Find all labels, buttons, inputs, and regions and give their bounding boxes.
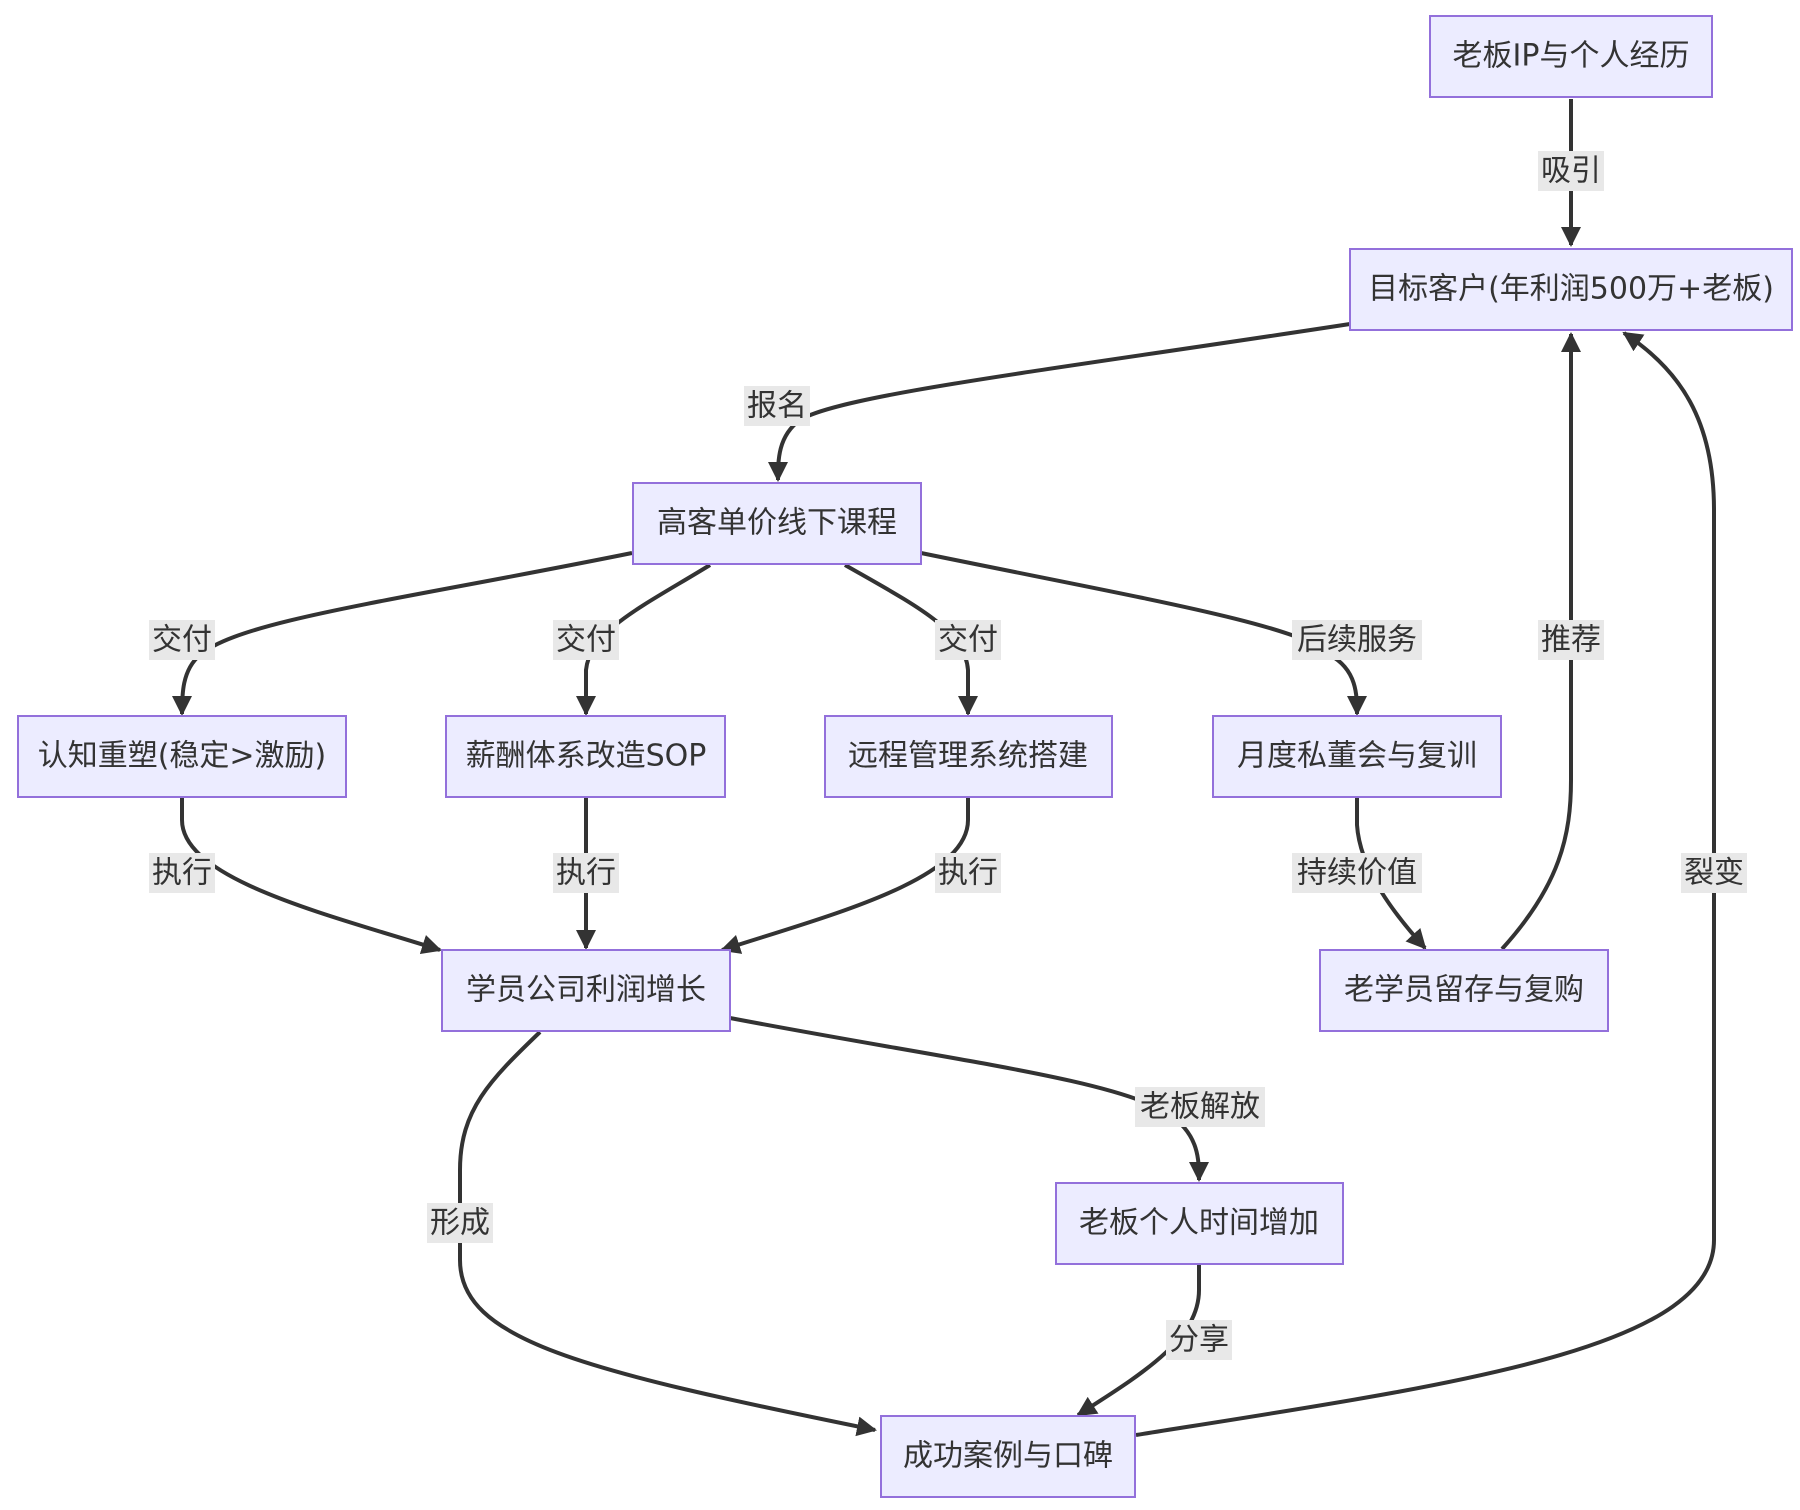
node-boss-time[interactable]: 老板个人时间增加 xyxy=(1055,1182,1344,1265)
edge-n8-n10 xyxy=(729,1016,1209,1182)
svg-text:月度私董会与复训: 月度私董会与复训 xyxy=(1237,739,1477,774)
node-monthly-board[interactable]: 月度私董会与复训 xyxy=(1212,715,1502,798)
svg-text:吸引: 吸引 xyxy=(1541,154,1601,189)
svg-text:执行: 执行 xyxy=(938,856,998,891)
edge-label-n4-n8: 执行 xyxy=(149,853,215,893)
node-student-retention[interactable]: 老学员留存与复购 xyxy=(1319,949,1609,1032)
svg-text:交付: 交付 xyxy=(938,623,998,658)
node-profit-growth[interactable]: 学员公司利润增长 xyxy=(441,949,731,1032)
edge-label-n6-n8: 执行 xyxy=(935,853,1001,893)
svg-text:老学员留存与复购: 老学员留存与复购 xyxy=(1344,973,1584,1008)
edge-n4-n8 xyxy=(180,797,442,955)
edge-label-n3-n6: 交付 xyxy=(935,620,1001,660)
svg-text:分享: 分享 xyxy=(1169,1323,1229,1358)
edge-n8-n11 xyxy=(458,1030,877,1437)
edge-label-n8-n11: 形成 xyxy=(427,1203,493,1243)
edge-label-n2-n3: 报名 xyxy=(744,386,810,426)
edge-label-n9-n2: 推荐 xyxy=(1538,620,1604,660)
svg-text:高客单价线下课程: 高客单价线下课程 xyxy=(657,506,897,541)
svg-text:后续服务: 后续服务 xyxy=(1297,623,1417,658)
svg-text:形成: 形成 xyxy=(430,1206,490,1241)
edge-label-n3-n7: 后续服务 xyxy=(1292,620,1422,660)
edge-n3-n7 xyxy=(920,551,1367,716)
edge-n6-n8 xyxy=(720,797,970,954)
svg-text:执行: 执行 xyxy=(152,856,212,891)
edge-n9-n2 xyxy=(1500,332,1581,951)
svg-text:裂变: 裂变 xyxy=(1684,856,1744,891)
node-cognition-reshape[interactable]: 认知重塑(稳定>激励) xyxy=(17,715,347,798)
edge-label-n1-n2: 吸引 xyxy=(1538,151,1604,191)
edge-label-n8-n10: 老板解放 xyxy=(1135,1087,1265,1127)
svg-text:薪酬体系改造SOP: 薪酬体系改造SOP xyxy=(466,739,707,774)
svg-text:老板个人时间增加: 老板个人时间增加 xyxy=(1079,1206,1319,1241)
svg-text:交付: 交付 xyxy=(152,623,212,658)
svg-text:认知重塑(稳定>激励): 认知重塑(稳定>激励) xyxy=(38,739,327,774)
svg-text:推荐: 推荐 xyxy=(1541,623,1601,658)
node-remote-management[interactable]: 远程管理系统搭建 xyxy=(824,715,1113,798)
edge-n11-n2 xyxy=(1135,331,1716,1437)
svg-text:老板IP与个人经历: 老板IP与个人经历 xyxy=(1453,39,1690,74)
edge-label-n10-n11: 分享 xyxy=(1166,1320,1232,1360)
svg-text:持续价值: 持续价值 xyxy=(1297,856,1417,891)
node-target-customer[interactable]: 目标客户(年利润500万+老板) xyxy=(1349,248,1793,331)
node-offline-course[interactable]: 高客单价线下课程 xyxy=(632,482,922,565)
node-salary-sop[interactable]: 薪酬体系改造SOP xyxy=(445,715,726,798)
svg-text:报名: 报名 xyxy=(747,389,807,424)
svg-text:老板解放: 老板解放 xyxy=(1140,1090,1260,1125)
svg-text:远程管理系统搭建: 远程管理系统搭建 xyxy=(848,739,1088,774)
edge-n2-n3 xyxy=(768,322,1351,482)
edge-n3-n4 xyxy=(172,551,633,716)
svg-text:成功案例与口碑: 成功案例与口碑 xyxy=(903,1439,1113,1474)
svg-text:执行: 执行 xyxy=(556,856,616,891)
edge-label-n7-n9: 持续价值 xyxy=(1292,853,1422,893)
svg-text:目标客户(年利润500万+老板): 目标客户(年利润500万+老板) xyxy=(1368,272,1774,307)
edge-label-n3-n5: 交付 xyxy=(553,620,619,660)
node-success-cases[interactable]: 成功案例与口碑 xyxy=(880,1415,1136,1498)
edge-label-n3-n4: 交付 xyxy=(149,620,215,660)
svg-text:交付: 交付 xyxy=(556,623,616,658)
svg-text:学员公司利润增长: 学员公司利润增长 xyxy=(466,973,706,1008)
node-boss-ip[interactable]: 老板IP与个人经历 xyxy=(1429,15,1713,98)
edge-n3-n5 xyxy=(576,563,712,716)
edge-label-n11-n2: 裂变 xyxy=(1681,853,1747,893)
edge-label-n5-n8: 执行 xyxy=(553,853,619,893)
